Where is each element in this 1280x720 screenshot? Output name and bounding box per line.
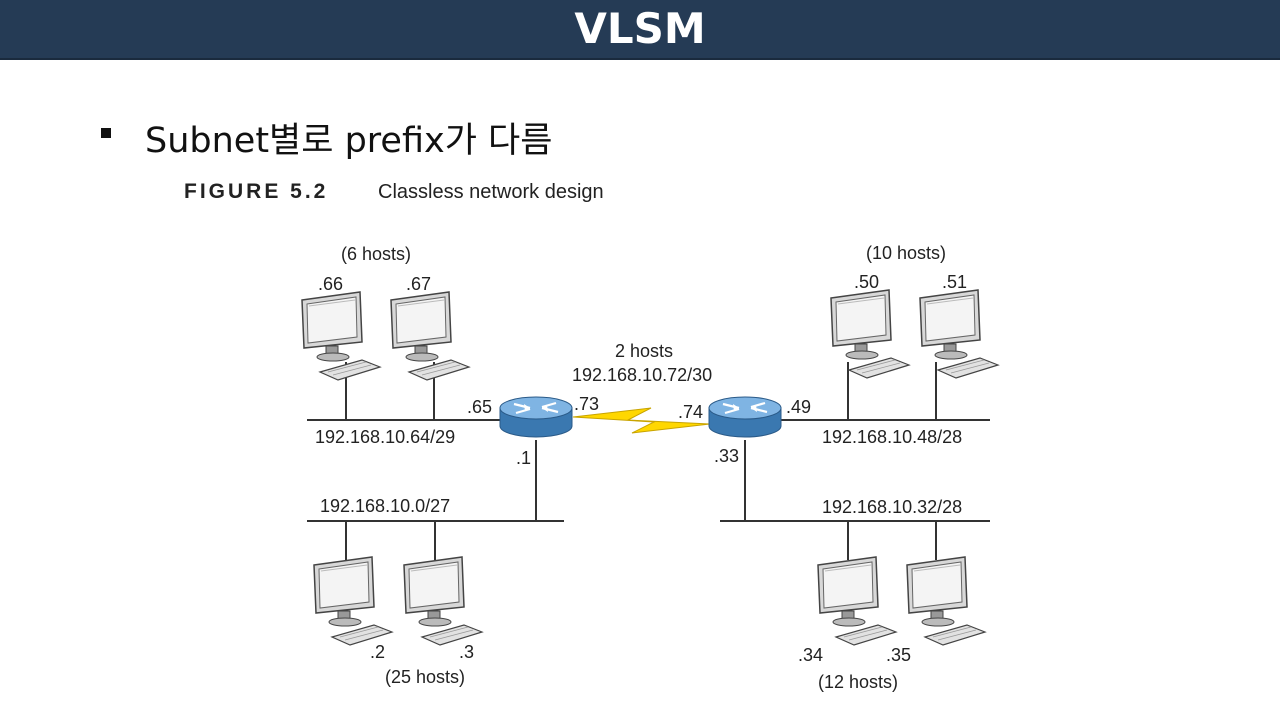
wan-subnet-label: 192.168.10.72/30	[572, 365, 712, 385]
figure-caption: Classless network design	[378, 181, 604, 203]
right-router-bottom-if: .33	[714, 446, 739, 466]
pc-ip-35: .35	[886, 645, 911, 665]
hosts-label-top-left: (6 hosts)	[341, 244, 411, 264]
title-bar: VLSM	[0, 0, 1280, 60]
pc-ip-2: .2	[370, 642, 385, 662]
wan-right-if: .74	[678, 402, 703, 422]
subnet-label-top-right: 192.168.10.48/28	[822, 427, 962, 447]
subnet-label-bottom-left: 192.168.10.0/27	[320, 496, 450, 516]
pc-ip-67: .67	[406, 274, 431, 294]
bullet-text: Subnet별로 prefix가 다름	[145, 121, 553, 161]
right-router-icon	[707, 395, 783, 439]
wan-hosts-label: 2 hosts	[615, 341, 673, 361]
left-router-bottom-if: .1	[516, 448, 531, 468]
hosts-label-top-right: (10 hosts)	[866, 243, 946, 263]
left-router-icon	[498, 395, 574, 439]
slide-title: VLSM	[574, 4, 706, 53]
pc-ip-50: .50	[854, 272, 879, 292]
pc-icon-35	[906, 556, 986, 646]
pc-icon-34	[817, 556, 897, 646]
pc-icon-66	[301, 291, 381, 381]
subnet-label-top-left: 192.168.10.64/29	[315, 427, 455, 447]
hosts-label-bottom-left: (25 hosts)	[385, 667, 465, 687]
bullet-marker	[101, 128, 111, 138]
pc-ip-66: .66	[318, 274, 343, 294]
left-router-top-if: .65	[467, 397, 492, 417]
pc-icon-67	[390, 291, 470, 381]
pc-icon-50	[830, 289, 910, 379]
pc-ip-3: .3	[459, 642, 474, 662]
pc-icon-3	[403, 556, 483, 646]
pc-icon-51	[919, 289, 999, 379]
pc-ip-34: .34	[798, 645, 823, 665]
figure-label: FIGURE 5.2	[184, 180, 329, 203]
hosts-label-bottom-right: (12 hosts)	[818, 672, 898, 692]
pc-icon-2	[313, 556, 393, 646]
wan-left-if: .73	[574, 394, 599, 414]
subnet-label-bottom-right: 192.168.10.32/28	[822, 497, 962, 517]
right-router-top-if: .49	[786, 397, 811, 417]
pc-ip-51: .51	[942, 272, 967, 292]
